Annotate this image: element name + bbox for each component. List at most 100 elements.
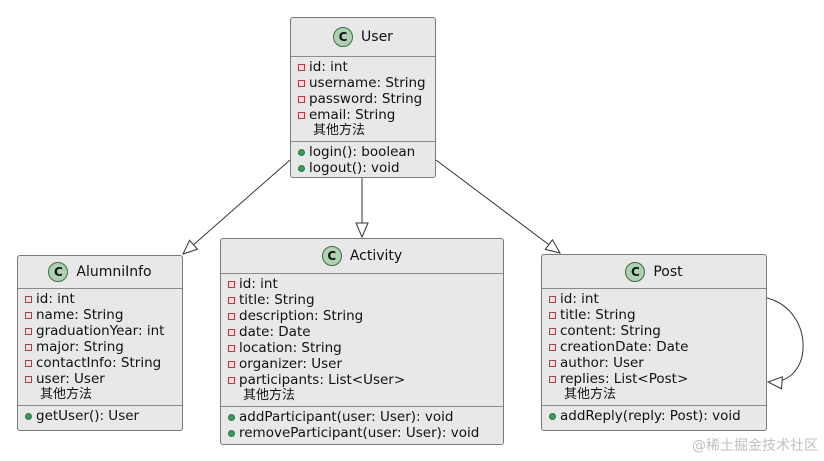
class-name: Activity [349,248,403,264]
attribute-text: content: String [560,323,661,339]
attribute: id: int [549,291,766,307]
class-stereotype-icon: C [333,27,354,47]
method-text: getUser(): User [36,408,140,424]
attribute: username: String [298,75,435,91]
method-text: logout(): void [309,160,400,176]
attribute-text: name: String [36,307,124,323]
attribute: password: String [298,91,435,107]
attribute-text: id: int [560,291,599,307]
attribute: email: String [298,107,435,123]
private-icon [25,295,32,303]
attribute-text: author: User [560,355,644,371]
public-icon [25,412,32,420]
other-methods-note: 其他方法 [243,388,296,403]
private-icon [298,95,305,103]
attribute: id: int [298,59,435,75]
attribute-text: id: int [309,59,348,75]
method-text: addReply(reply: Post): void [560,408,741,424]
method: addReply(reply: Post): void [549,408,766,424]
other-methods-note: 其他方法 [564,387,617,402]
attribute: creationDate: Date [549,339,766,355]
method-text: login(): boolean [309,144,416,160]
attribute: replies: List<Post> [549,371,766,387]
private-icon [549,295,556,303]
public-icon [298,164,305,172]
private-icon [228,344,235,352]
attribute-text: id: int [239,276,278,292]
attribute-text: participants: List<User> [239,372,406,388]
public-icon [549,412,556,420]
attribute: description: String [228,308,503,324]
class-stereotype-icon: C [625,261,646,282]
method: addParticipant(user: User): void [228,409,503,425]
attribute-text: creationDate: Date [560,339,689,355]
private-icon [298,63,305,71]
private-icon [549,359,556,367]
method: logout(): void [298,160,435,176]
relation-user-post [435,159,560,253]
private-icon [298,111,305,119]
methods-section: getUser(): User [18,406,182,426]
attribute-text: description: String [239,308,364,324]
class-name: Post [653,263,683,280]
attribute-text: username: String [309,75,426,91]
private-icon [228,296,235,304]
attribute: contactInfo: String [25,355,182,371]
method: removeParticipant(user: User): void [228,425,503,441]
attribute-text: password: String [309,91,423,107]
private-icon [228,360,235,368]
attribute-text: title: String [560,307,636,323]
relation-post-self [767,297,804,382]
attribute: title: String [228,292,503,308]
class-header: C Post [542,255,766,289]
public-icon [228,413,235,421]
attribute: major: String [25,339,182,355]
attribute: author: User [549,355,766,371]
private-icon [25,375,32,383]
public-icon [298,148,305,156]
method: getUser(): User [25,408,182,424]
private-icon [25,327,32,335]
attribute: date: Date [228,324,503,340]
watermark: @稀土掘金技术社区 [692,438,818,454]
other-methods-note: 其他方法 [40,387,93,402]
attribute: participants: List<User> [228,372,503,388]
relation-user-alumniinfo [183,159,291,254]
attribute: location: String [228,340,503,356]
attribute: content: String [549,323,766,339]
attribute-text: major: String [36,339,124,355]
other-methods-note: 其他方法 [313,123,366,138]
public-icon [228,429,235,437]
attribute: id: int [25,291,182,307]
method-text: removeParticipant(user: User): void [239,425,480,441]
attribute-text: date: Date [239,324,311,340]
class-header: C AlumniInfo [18,256,182,289]
private-icon [25,359,32,367]
class-stereotype-icon: C [48,262,69,282]
private-icon [549,343,556,351]
class-name: AlumniInfo [76,264,152,280]
attribute-text: contactInfo: String [36,355,162,371]
attribute-text: replies: List<Post> [560,371,689,387]
private-icon [228,312,235,320]
class-header: C Activity [221,239,503,274]
private-icon [228,280,235,288]
private-icon [549,375,556,383]
attribute: id: int [228,276,503,292]
attribute-text: graduationYear: int [36,323,165,339]
class-stereotype-icon: C [321,246,342,266]
method: login(): boolean [298,144,435,160]
class-header: C User [291,18,435,57]
attribute-text: location: String [239,340,342,356]
attribute: user: User [25,371,182,387]
private-icon [25,343,32,351]
